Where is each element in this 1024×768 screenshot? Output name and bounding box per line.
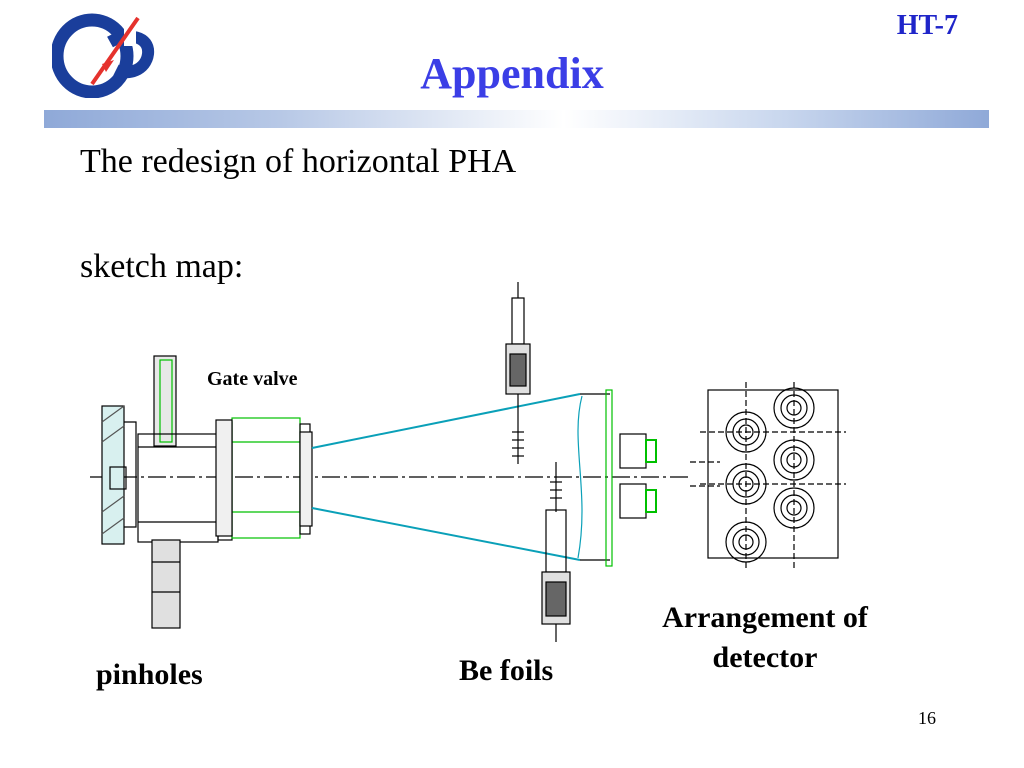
cone-chamber <box>311 389 613 567</box>
title-divider-bar <box>44 110 989 128</box>
pinhole-flange <box>101 405 137 545</box>
label-be-foils: Be foils <box>459 654 554 687</box>
institute-logo <box>52 13 154 98</box>
bellows-section <box>215 417 313 539</box>
pha-sketch-diagram <box>90 282 846 642</box>
body-line-1: The redesign of horizontal PHA <box>80 143 517 180</box>
detector-side-view <box>619 433 720 519</box>
page-number: 16 <box>918 708 936 728</box>
header-tag: HT-7 <box>896 10 958 41</box>
label-pinholes: pinholes <box>96 658 203 691</box>
slide-title: Appendix <box>420 49 604 98</box>
body-line-2: sketch map: <box>80 248 244 285</box>
upper-feedthrough <box>505 282 531 464</box>
label-arrangement-of-detector: Arrangement of detector <box>662 601 868 674</box>
detector-arrangement-view <box>700 382 846 568</box>
gate-valve-body <box>137 355 233 629</box>
lower-feedthrough <box>541 462 571 642</box>
label-gate-valve: Gate valve <box>207 368 298 390</box>
